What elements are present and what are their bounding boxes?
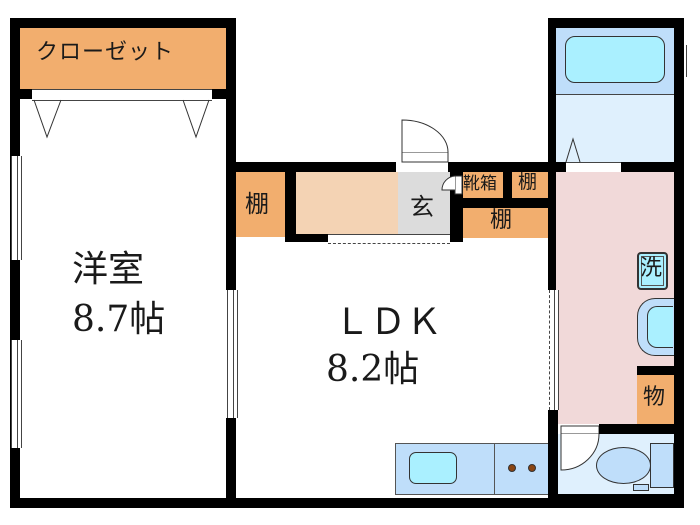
- shelf-mid[interactable]: [463, 208, 548, 238]
- entrance[interactable]: [398, 172, 450, 234]
- shoe-box-label: 靴箱: [463, 174, 497, 194]
- closet[interactable]: [20, 28, 226, 89]
- wall-top-left: [10, 18, 236, 28]
- shelf-mid-label: 棚: [490, 208, 513, 233]
- shelf-left-label: 棚: [245, 190, 269, 218]
- wall-bath-top: [548, 18, 684, 28]
- basin-bowl: [647, 306, 673, 348]
- entrance-label: 玄: [410, 193, 434, 221]
- storage[interactable]: [637, 375, 674, 424]
- shelf-top-right-label: 棚: [518, 171, 538, 193]
- wall-entrance-top: [226, 162, 396, 172]
- wall-toilet-top: [599, 424, 674, 434]
- wall-washroom-left-lower: [548, 410, 558, 508]
- western-room-size: 8.7帖: [72, 299, 166, 340]
- wall-shelf-mid-right: [548, 172, 556, 290]
- ldk-size: 8.2帖: [326, 349, 420, 390]
- ldk-name: ＬＤＫ: [334, 302, 443, 343]
- washer[interactable]: [637, 252, 668, 290]
- toilet-button: [633, 484, 649, 491]
- wall-bath-left: [548, 18, 556, 172]
- wall-left: [10, 18, 20, 508]
- wall-partition-lower: [226, 418, 236, 498]
- closet-label: クローゼット: [36, 40, 175, 65]
- stove-burner-left[interactable]: [508, 464, 516, 472]
- western-room-window-upper: [11, 156, 22, 260]
- wall-closet-bottom-left: [20, 89, 32, 99]
- wall-closet-right: [226, 18, 236, 150]
- kitchen-divider: [494, 443, 495, 495]
- wall-shoebox-divider: [503, 172, 512, 198]
- toilet-tank: [650, 443, 674, 488]
- western-room-window-lower: [11, 340, 22, 448]
- wall-bath-bottom-right: [621, 162, 674, 172]
- shoe-box[interactable]: [463, 172, 503, 198]
- washroom-sliding-door[interactable]: [549, 290, 559, 410]
- wall-partition: [226, 150, 236, 290]
- wall-hall-bottom: [296, 234, 328, 242]
- wall-shoebox-bottom: [463, 198, 556, 208]
- closet-door-track: [32, 89, 212, 101]
- wall-shelf-divider: [285, 172, 296, 242]
- wall-bottom-right: [548, 494, 684, 508]
- storage-label: 物: [643, 385, 666, 410]
- wall-bottom: [10, 498, 558, 508]
- hall-sliding-door[interactable]: [328, 234, 450, 244]
- western-room-floor: [20, 100, 228, 500]
- stove-burner-right[interactable]: [528, 464, 536, 472]
- shelf-top-right[interactable]: [512, 172, 548, 198]
- partition-window: [227, 290, 238, 418]
- wall-entrance-top-right: [448, 162, 566, 172]
- kitchen-sink[interactable]: [409, 452, 457, 484]
- wall-right: [674, 18, 684, 508]
- western-room-name: 洋室: [72, 249, 145, 290]
- washer-label: 洗: [640, 256, 663, 281]
- shelf-left[interactable]: [236, 172, 285, 237]
- wall-storage-top: [637, 366, 674, 375]
- hallway: [296, 172, 398, 234]
- bathtub[interactable]: [565, 36, 665, 83]
- wall-closet-bottom-right: [212, 89, 226, 99]
